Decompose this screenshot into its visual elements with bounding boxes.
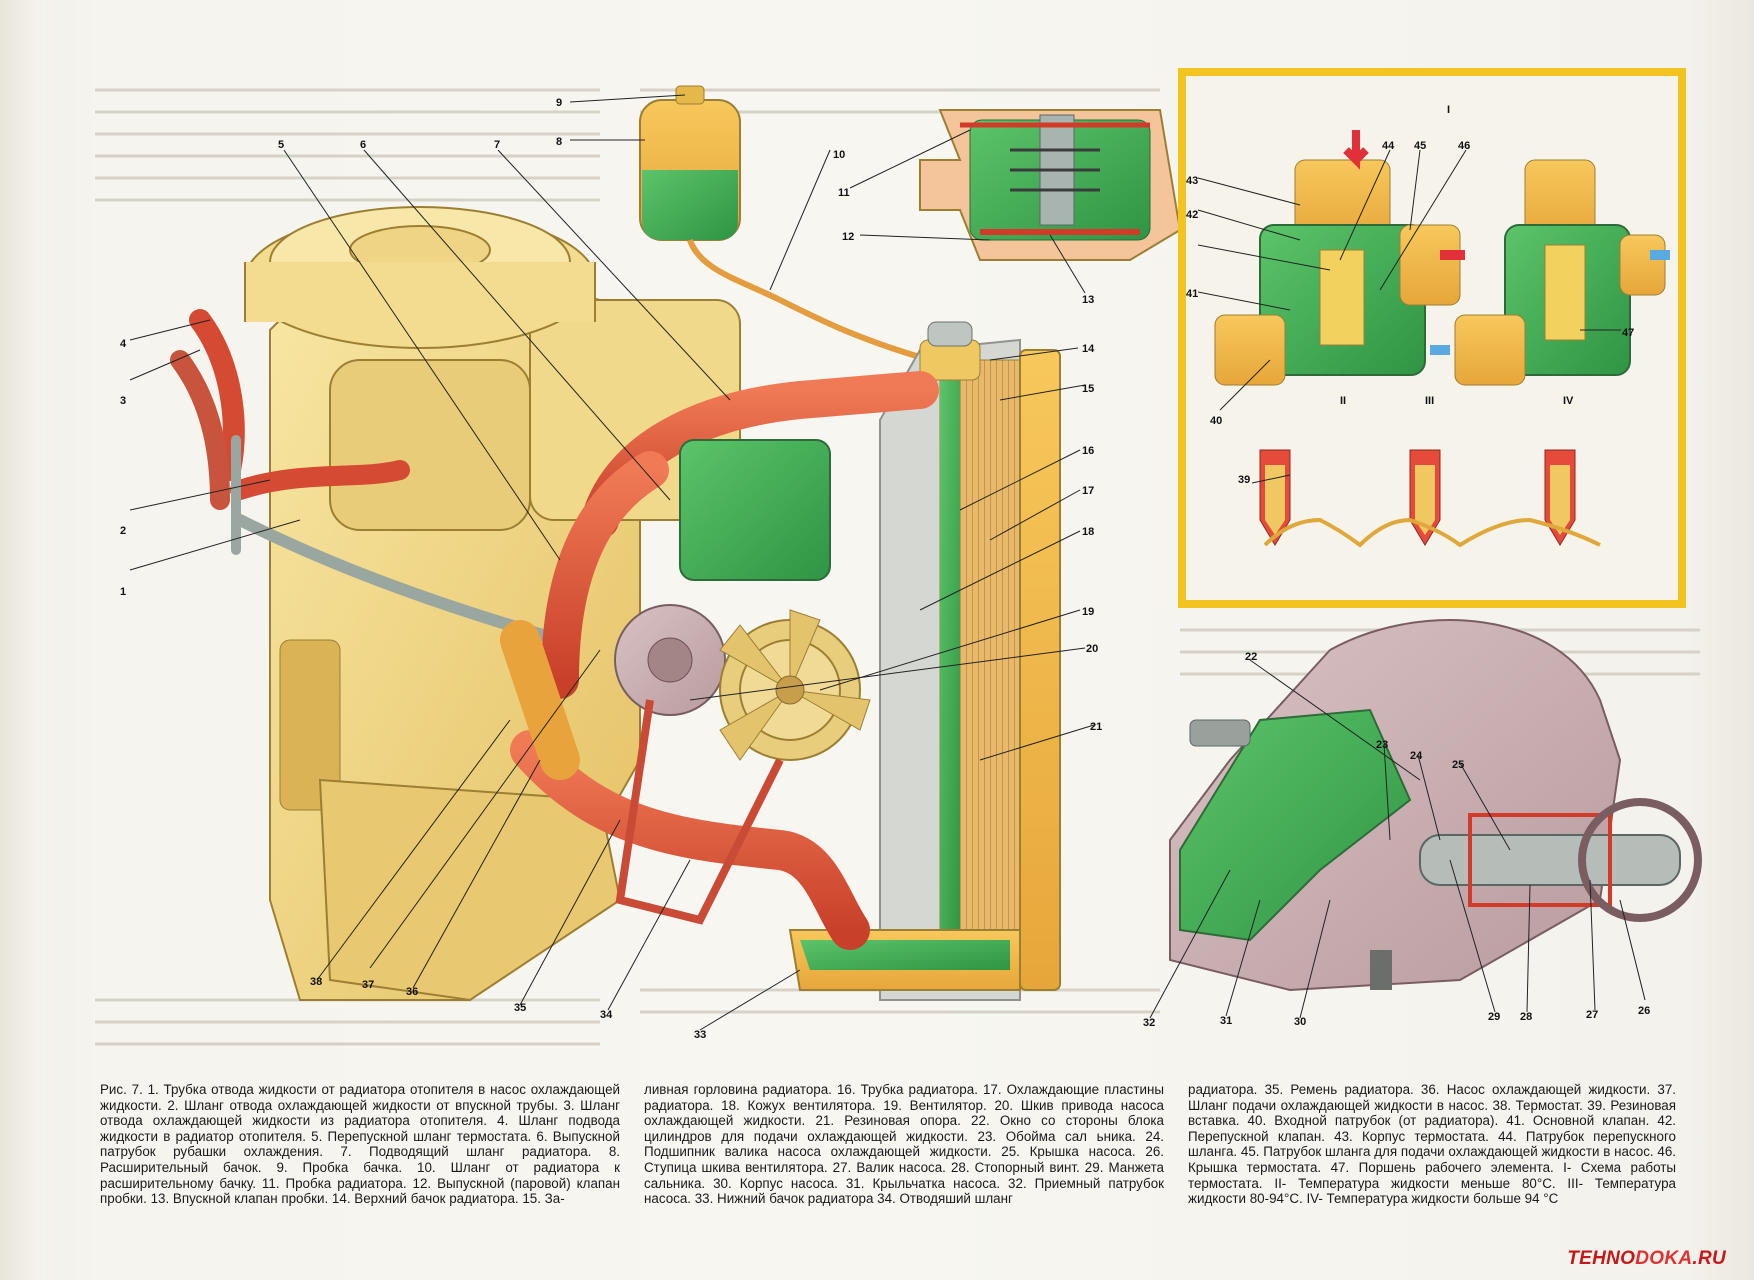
stage-label-iii: III bbox=[1425, 395, 1434, 407]
callout-16: 16 bbox=[1082, 445, 1094, 457]
thermostat-stage-labels: I II III IV bbox=[1340, 104, 1574, 407]
water-pump bbox=[614, 604, 726, 716]
watermark-part-2: DOKA bbox=[1635, 1248, 1693, 1269]
callout-10: 10 bbox=[833, 149, 845, 161]
coolant-jacket-cutaway bbox=[679, 439, 831, 581]
stage-label-ii: II bbox=[1340, 395, 1346, 407]
callout-8: 8 bbox=[556, 136, 562, 148]
thermostat-element-insets bbox=[1259, 449, 1601, 548]
caption-column-2: ливная горловина радиатора. 16. Трубка р… bbox=[644, 1082, 1164, 1207]
callout-7: 7 bbox=[494, 139, 500, 151]
callout-5: 5 bbox=[278, 139, 284, 151]
stage-label-iv: IV bbox=[1563, 395, 1574, 407]
callout-19: 19 bbox=[1082, 606, 1094, 618]
callout-11: 11 bbox=[838, 187, 850, 199]
callout-43: 43 bbox=[1186, 175, 1198, 187]
callout-15: 15 bbox=[1082, 383, 1094, 395]
callout-38: 38 bbox=[310, 976, 322, 988]
water-pump-cross-section bbox=[1169, 619, 1702, 992]
fan bbox=[719, 609, 871, 761]
callout-1: 1 bbox=[120, 586, 126, 598]
air-filter bbox=[244, 206, 596, 349]
expansion-tank bbox=[639, 85, 931, 363]
callout-42: 42 bbox=[1186, 209, 1198, 221]
page-spine bbox=[0, 0, 46, 1280]
callout-13: 13 bbox=[1082, 294, 1094, 306]
callout-45: 45 bbox=[1414, 140, 1426, 152]
callout-23: 23 bbox=[1376, 739, 1388, 751]
callout-41: 41 bbox=[1186, 288, 1198, 300]
callout-17: 17 bbox=[1082, 485, 1094, 497]
callout-39: 39 bbox=[1238, 474, 1250, 486]
callout-33: 33 bbox=[694, 1029, 706, 1041]
callout-35: 35 bbox=[514, 1002, 526, 1014]
callout-30: 30 bbox=[1294, 1016, 1306, 1028]
callout-24: 24 bbox=[1410, 750, 1423, 762]
radiator-cap-cutaway bbox=[919, 109, 1182, 261]
cooling-system-illustration: 1 2 3 4 5 6 7 8 9 10 11 12 13 14 15 16 1… bbox=[95, 68, 1702, 1046]
callout-12: 12 bbox=[842, 231, 854, 243]
callout-3: 3 bbox=[120, 395, 126, 407]
callout-4: 4 bbox=[120, 338, 127, 350]
callout-2: 2 bbox=[120, 525, 126, 537]
callout-18: 18 bbox=[1082, 526, 1094, 538]
callout-40: 40 bbox=[1210, 415, 1222, 427]
callout-46: 46 bbox=[1458, 140, 1470, 152]
callout-25: 25 bbox=[1452, 759, 1464, 771]
thermostat-diagram-panel bbox=[1178, 68, 1686, 608]
thermostat-state-ii bbox=[1214, 130, 1465, 386]
callout-29: 29 bbox=[1488, 1011, 1500, 1023]
callout-44: 44 bbox=[1382, 140, 1395, 152]
stage-label-i: I bbox=[1447, 104, 1450, 116]
callout-14: 14 bbox=[1082, 343, 1095, 355]
callout-47: 47 bbox=[1622, 327, 1634, 339]
callout-31: 31 bbox=[1220, 1015, 1232, 1027]
watermark-part-3: .RU bbox=[1692, 1248, 1726, 1269]
callout-27: 27 bbox=[1586, 1009, 1598, 1021]
callout-32: 32 bbox=[1143, 1017, 1155, 1029]
callout-20: 20 bbox=[1086, 643, 1098, 655]
caption-column-3: радиатора. 35. Ремень радиатора. 36. Нас… bbox=[1188, 1082, 1676, 1207]
callout-26: 26 bbox=[1638, 1005, 1650, 1017]
watermark: TEHNODOKA.RU bbox=[1567, 1248, 1726, 1270]
callout-9: 9 bbox=[556, 97, 562, 109]
watermark-part-1: TEHNO bbox=[1567, 1248, 1636, 1269]
callout-21: 21 bbox=[1090, 721, 1102, 733]
callout-34: 34 bbox=[600, 1009, 613, 1021]
caption-column-1: Рис. 7. 1. Трубка отвода жидкости от рад… bbox=[100, 1082, 620, 1207]
thermostat-state-iv bbox=[1430, 159, 1670, 386]
callout-28: 28 bbox=[1520, 1011, 1532, 1023]
belt bbox=[615, 699, 784, 925]
callout-36: 36 bbox=[406, 986, 418, 998]
callout-6: 6 bbox=[360, 139, 366, 151]
callout-numbers: 1 2 3 4 5 6 7 8 9 10 11 12 13 14 15 16 1… bbox=[120, 97, 1650, 1041]
callout-37: 37 bbox=[362, 979, 374, 991]
radiator-hoses bbox=[500, 371, 939, 950]
leader-lines bbox=[129, 94, 1646, 1031]
callout-22: 22 bbox=[1245, 651, 1257, 663]
heater-hoses bbox=[170, 309, 566, 646]
